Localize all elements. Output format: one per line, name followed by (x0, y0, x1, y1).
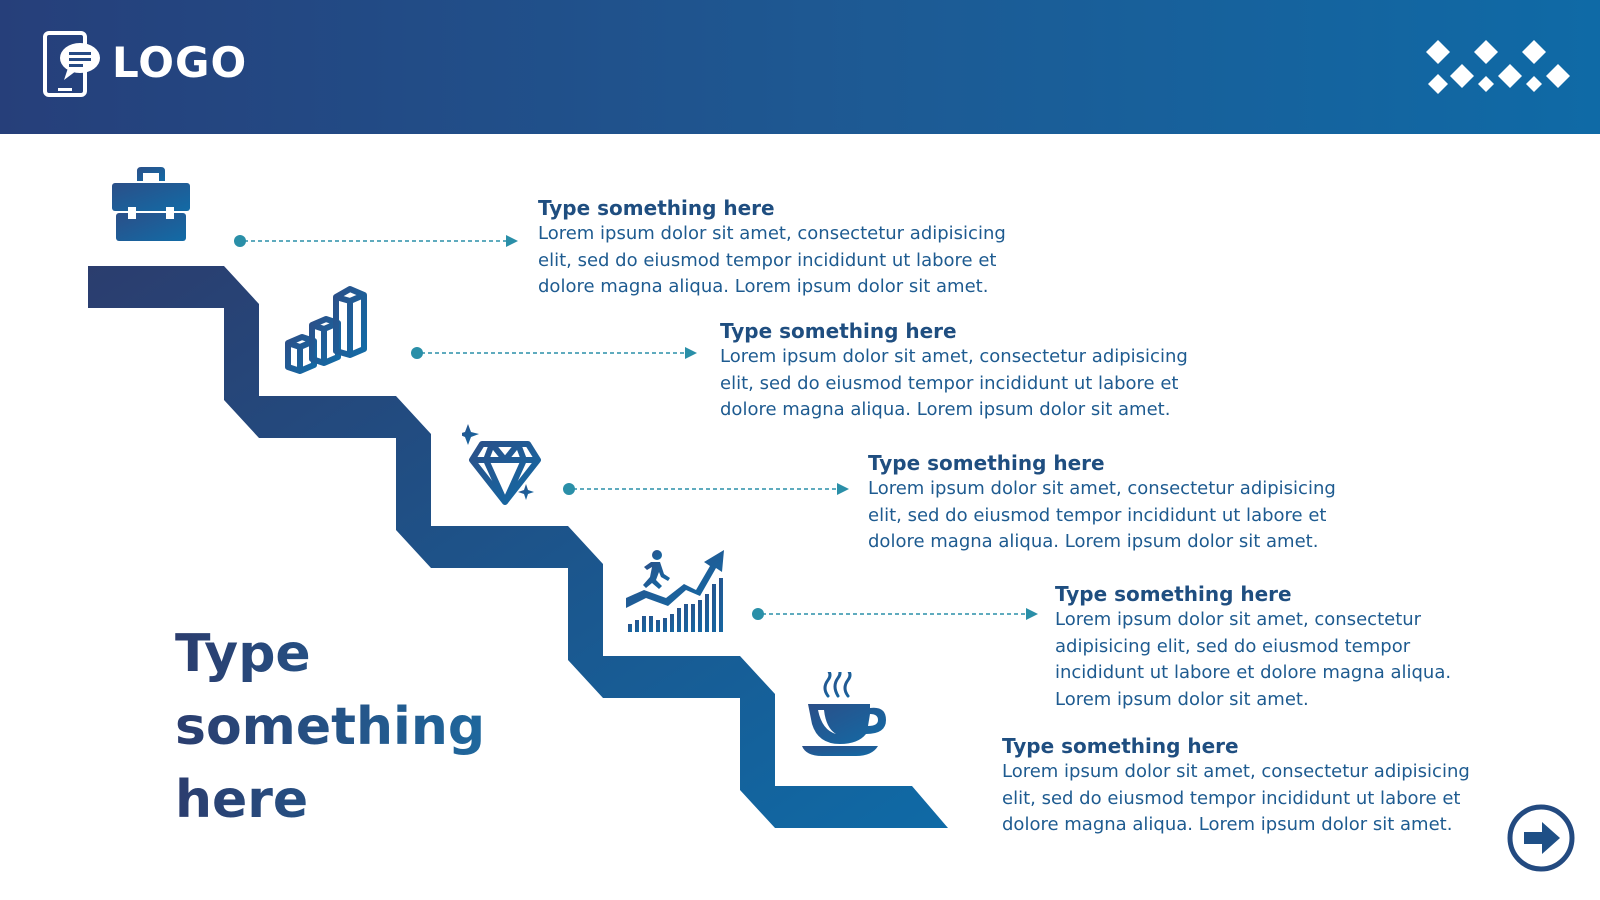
arrow-right-circle-icon (1507, 804, 1575, 872)
step-1-body: Lorem ipsum dolor sit amet, consectetur … (538, 223, 1006, 297)
step-4-text: Type something here Lorem ipsum dolor si… (1055, 581, 1475, 713)
header-banner: LOGO (0, 0, 1600, 134)
main-title: Type something here (175, 618, 505, 837)
step-5-text: Type something here Lorem ipsum dolor si… (1002, 733, 1482, 839)
step-1-title: Type something here (538, 196, 775, 220)
step-5-body: Lorem ipsum dolor sit amet, consectetur … (1002, 761, 1470, 835)
next-slide-button[interactable] (1506, 803, 1576, 873)
tablet-chat-icon (43, 31, 100, 97)
bar-chart-icon (285, 286, 367, 374)
step-1-text: Type something here Lorem ipsum dolor si… (538, 195, 1018, 301)
step-4-body: Lorem ipsum dolor sit amet, consectetur … (1055, 609, 1452, 710)
main-title-line-2: something (175, 697, 486, 757)
step-5-title: Type something here (1002, 734, 1239, 758)
main-title-line-3: here (175, 770, 309, 830)
main-title-line-1: Type (175, 624, 311, 684)
coffee-cup-icon (802, 672, 886, 756)
connector-arrow-1 (234, 235, 518, 247)
step-3-body: Lorem ipsum dolor sit amet, consectetur … (868, 478, 1336, 552)
step-2-body: Lorem ipsum dolor sit amet, consectetur … (720, 346, 1188, 420)
diamond-icon (462, 424, 541, 505)
connector-arrow-2 (411, 347, 697, 359)
step-4-title: Type something here (1055, 582, 1292, 606)
connector-arrow-4 (752, 608, 1038, 620)
connector-arrow-3 (563, 483, 849, 495)
step-2-title: Type something here (720, 319, 957, 343)
logo-text: LOGO (112, 38, 248, 87)
step-3-title: Type something here (868, 451, 1105, 475)
briefcase-icon (112, 167, 190, 241)
diamond-pattern-icon (1426, 40, 1570, 94)
step-3-text: Type something here Lorem ipsum dolor si… (868, 450, 1348, 556)
step-2-text: Type something here Lorem ipsum dolor si… (720, 318, 1200, 424)
growth-chart-runner-icon (626, 550, 724, 632)
